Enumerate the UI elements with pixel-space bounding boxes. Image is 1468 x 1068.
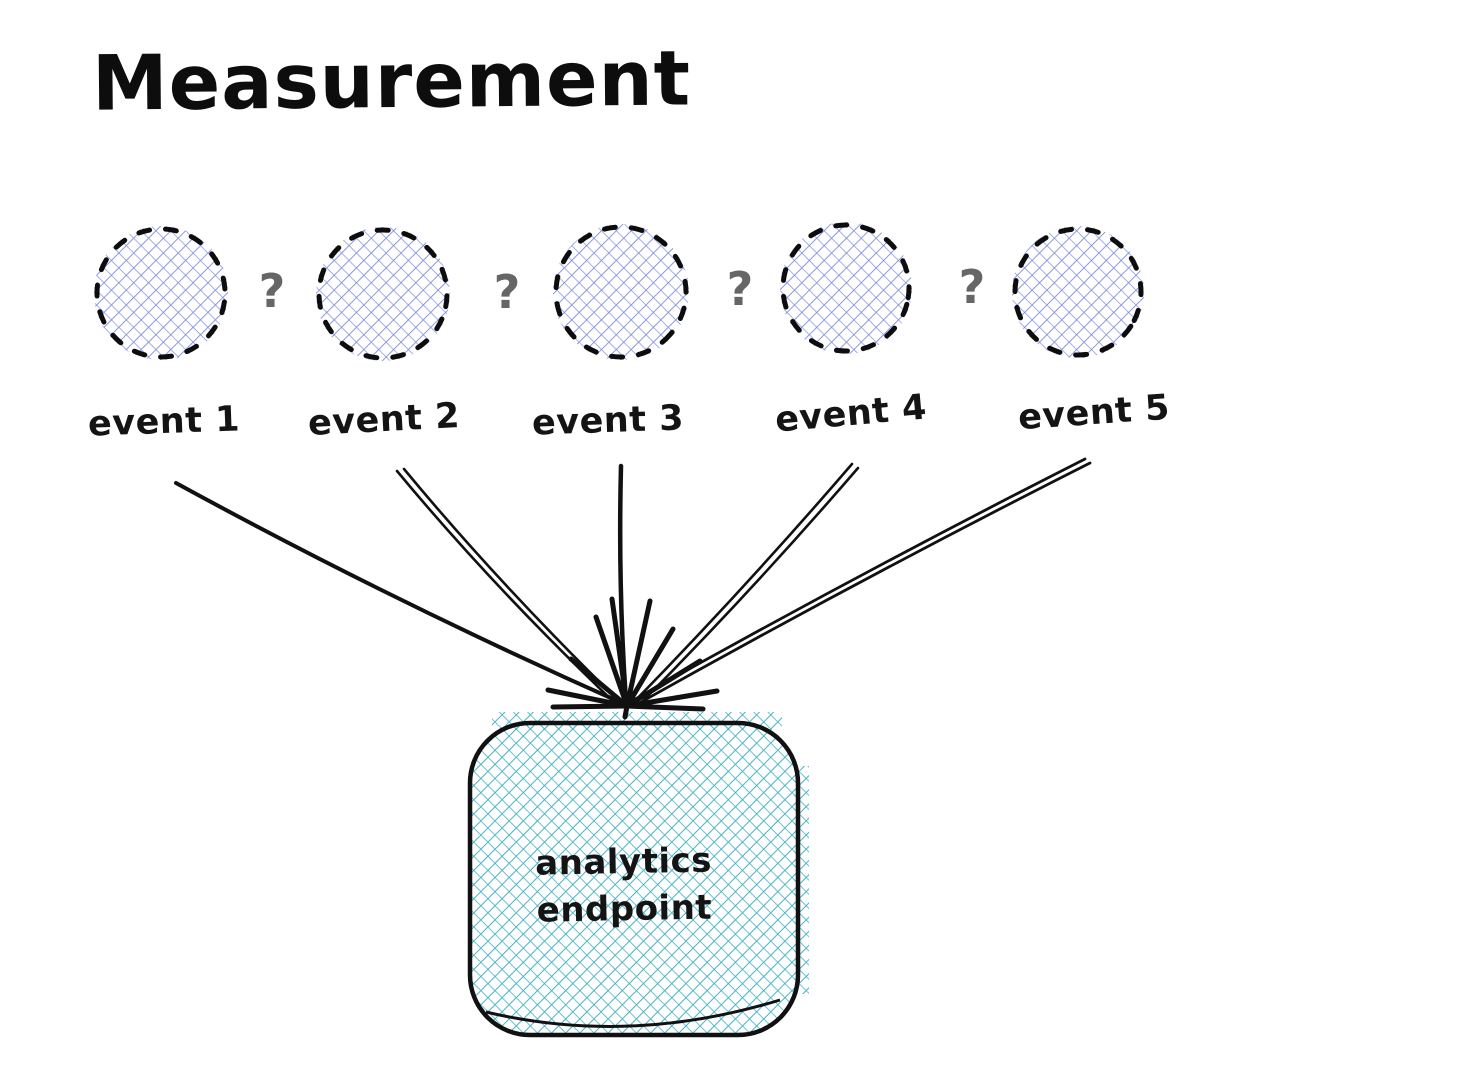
converging-arrows xyxy=(174,457,1092,720)
event-node-3-icon xyxy=(553,224,689,360)
question-mark-1: ? xyxy=(258,264,286,318)
event-node-1-icon xyxy=(94,226,228,360)
question-mark-4: ? xyxy=(958,260,986,314)
question-mark-2: ? xyxy=(493,265,521,319)
event-label-1: event 1 xyxy=(87,399,241,445)
arrow-event-4 xyxy=(630,462,854,706)
arrow-event-5 xyxy=(632,461,1092,708)
arrow-event-5-stroke-2 xyxy=(628,457,1087,704)
page-title: Measurement xyxy=(91,33,692,128)
event-node-4-icon xyxy=(780,222,912,354)
arrow-event-2 xyxy=(402,467,624,706)
arrowhead-cluster-icon xyxy=(545,596,720,720)
event-node-5-icon xyxy=(1012,226,1144,358)
analytics-endpoint-label: analytics endpoint xyxy=(534,840,713,931)
event-node-2-icon xyxy=(316,227,450,361)
question-mark-3: ? xyxy=(726,262,754,316)
arrow-event-2-stroke-2 xyxy=(395,469,620,708)
arrow-event-4-stroke-2 xyxy=(635,466,860,709)
arrow-event-1 xyxy=(174,481,624,705)
analytics-endpoint-box xyxy=(467,712,809,1038)
event-label-3: event 3 xyxy=(531,398,685,444)
